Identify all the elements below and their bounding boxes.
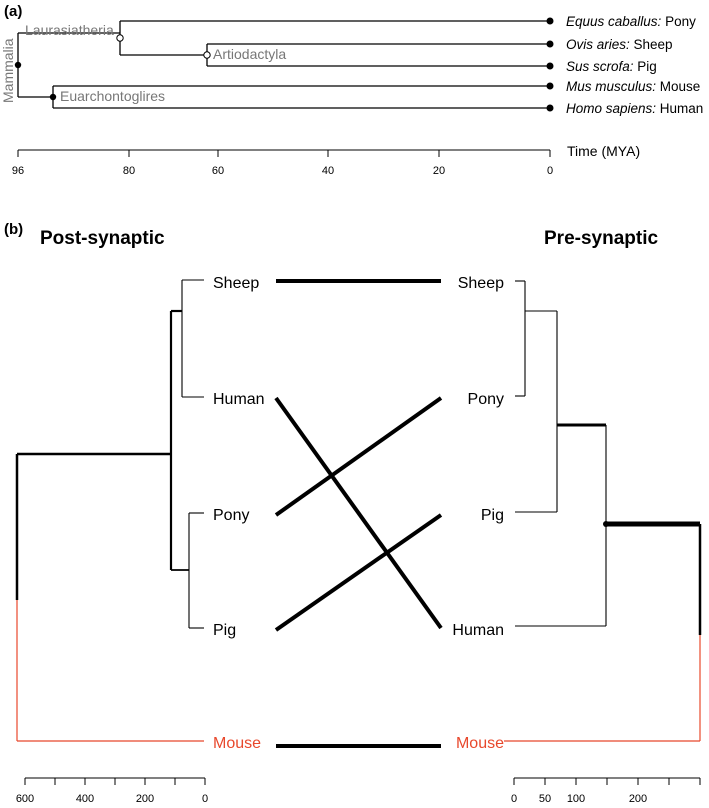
node-laurasiatheria bbox=[116, 34, 124, 42]
tip-dot bbox=[546, 40, 554, 48]
right-tree bbox=[504, 280, 702, 742]
tip-dot bbox=[546, 104, 554, 112]
right-tip-mouse: Mouse bbox=[456, 735, 504, 752]
left-tip-human: Human bbox=[213, 391, 265, 408]
right-tip-pony: Pony bbox=[468, 391, 504, 408]
node-artiodactyla bbox=[203, 51, 211, 59]
time-tick-label: 60 bbox=[212, 165, 224, 177]
tip-label-sheep: Ovis aries: Sheep bbox=[566, 37, 673, 52]
tip-label-pig: Sus scrofa: Pig bbox=[566, 59, 657, 74]
link-pony bbox=[274, 396, 443, 517]
right-axis-tick-label: 0 bbox=[511, 793, 517, 805]
right-axis-tick-label: 200 bbox=[629, 793, 647, 805]
root-label: Mammalia bbox=[0, 38, 16, 103]
time-tick-label: 40 bbox=[322, 165, 334, 177]
left-axis-tick-label: 0 bbox=[202, 793, 208, 805]
panel-a-label: (a) bbox=[4, 3, 22, 20]
left-tip-mouse: Mouse bbox=[213, 735, 261, 752]
time-axis: 96 80 60 40 20 0 Time (MYA) bbox=[12, 143, 640, 177]
right-tip-sheep: Sheep bbox=[458, 275, 504, 292]
left-axis-tick-label: 200 bbox=[136, 793, 154, 805]
right-distance-axis: 0 50 100 200 bbox=[511, 777, 701, 805]
tip-label-mouse: Mus musculus: Mouse bbox=[566, 79, 700, 94]
clade-label-artiodactyla: Artiodactyla bbox=[213, 46, 286, 62]
tip-dot bbox=[546, 17, 554, 25]
left-axis-tick-label: 400 bbox=[76, 793, 94, 805]
right-axis-tick-label: 100 bbox=[567, 793, 585, 805]
link-pig bbox=[274, 513, 443, 632]
tip-dot bbox=[546, 82, 554, 90]
time-tick-label: 0 bbox=[547, 165, 553, 177]
tip-dot bbox=[546, 62, 554, 70]
panel-a-tree bbox=[14, 17, 554, 112]
tip-label-human: Homo sapiens: Human bbox=[566, 101, 703, 116]
tanglegram-links bbox=[274, 279, 443, 748]
left-axis-tick-label: 600 bbox=[16, 793, 34, 805]
node-mammalia bbox=[14, 61, 22, 69]
right-tip-human: Human bbox=[452, 622, 504, 639]
time-tick-label: 20 bbox=[433, 165, 445, 177]
left-tip-pony: Pony bbox=[213, 507, 249, 524]
right-tip-pig: Pig bbox=[481, 507, 504, 524]
right-tree-title: Pre-synaptic bbox=[544, 228, 658, 249]
right-node-dot bbox=[603, 521, 609, 527]
left-tip-sheep: Sheep bbox=[213, 275, 259, 292]
left-tip-pig: Pig bbox=[213, 622, 236, 639]
clade-label-laurasiatheria: Laurasiatheria bbox=[25, 22, 114, 38]
time-axis-title: Time (MYA) bbox=[567, 143, 640, 159]
time-tick-label: 96 bbox=[12, 165, 24, 177]
tip-label-pony: Equus caballus: Pony bbox=[566, 14, 696, 29]
right-axis-tick-label: 50 bbox=[539, 793, 551, 805]
node-euarchontoglires bbox=[49, 93, 57, 101]
left-distance-axis: 600 400 200 0 bbox=[16, 777, 208, 805]
panel-b-label: (b) bbox=[4, 221, 23, 238]
time-tick-label: 80 bbox=[123, 165, 135, 177]
left-tree bbox=[15, 279, 204, 742]
clade-label-euarchontoglires: Euarchontoglires bbox=[60, 88, 165, 104]
link-human bbox=[274, 396, 443, 630]
left-tree-title: Post-synaptic bbox=[40, 228, 165, 249]
